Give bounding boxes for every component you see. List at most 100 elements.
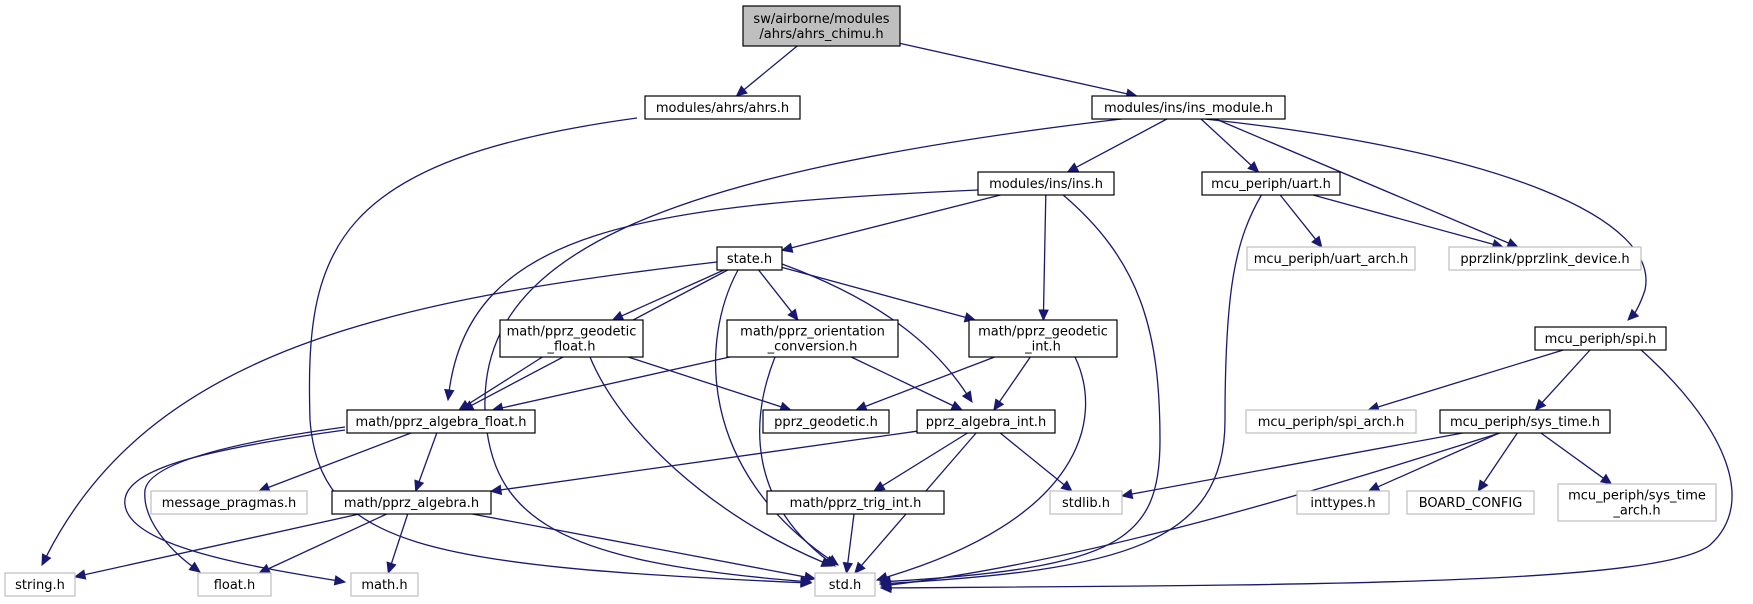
edge-spi_h-to-std_h [879,348,1733,594]
edge-line [266,432,412,489]
arrowhead [333,575,347,586]
edge-line [589,356,825,564]
node-orientation-conv[interactable]: math/pprz_orientation_conversion.h [726,319,899,358]
node-box [499,319,644,358]
edge-line [999,432,1067,487]
node-box [1296,490,1390,515]
edge-uart_h-to-std_h [878,193,1263,589]
edge-line [144,426,346,568]
edge-ins_h-to-std_h [878,193,1161,587]
node-trig-int[interactable]: math/pprz_trig_int.h [766,490,945,515]
node-algebra-int[interactable]: pprz_algebra_int.h [916,409,1056,434]
edge-line [465,356,543,407]
node-label: mcu_periph/spi.h [1545,332,1657,347]
nodes-layer: sw/airborne/modules/ahrs/ahrs_chimu.hmod… [4,5,1717,597]
node-label: modules/ahrs/ahrs.h [656,101,789,116]
node-label: pprzlink/pprzlink_device.h [1460,252,1629,267]
edge-line [500,356,730,409]
node-sys-time-arch: mcu_periph/sys_time_arch.h [1557,483,1717,522]
node-algebra-float[interactable]: math/pprz_algebra_float.h [346,409,536,434]
arrowhead [854,401,868,412]
edge-line [1194,117,1647,315]
edge-algebra_float-to-algebra_h [414,432,438,493]
edge-line [124,429,346,582]
node-box [766,490,945,515]
node-label: BOARD_CONFIG [1419,496,1523,511]
node-spi-h[interactable]: mcu_periph/spi.h [1534,326,1667,351]
arrowhead [1599,473,1613,485]
node-box [1201,171,1341,196]
node-geodetic-int[interactable]: math/pprz_geodetic_int.h [968,319,1118,358]
node-box [331,490,492,515]
edge-line [1215,118,1511,245]
arrowhead [414,479,425,493]
edge-line [1074,118,1168,169]
node-uart-arch: mcu_periph/uart_arch.h [1246,246,1416,271]
edge-state_h-to-string_h [41,261,718,567]
edge-line [472,513,808,578]
edge-ahrs_chimu-to-ins_module [899,42,1138,99]
node-uart-h[interactable]: mcu_periph/uart.h [1201,171,1341,196]
arrowhead [1627,308,1640,321]
node-math-h: math.h [350,572,419,597]
edge-spi_h-to-spi_arch [1367,349,1564,412]
node-board-config: BOARD_CONFIG [1406,490,1535,515]
edge-line [484,117,1131,583]
node-ins-h[interactable]: modules/ins/ins.h [977,171,1115,196]
arrowhead [489,484,503,496]
node-box [1557,483,1717,522]
node-box [150,490,308,515]
edge-line [714,269,832,562]
node-box [742,5,901,47]
arrowhead [257,482,271,493]
node-label: std.h [829,578,862,593]
node-ahrs-h[interactable]: modules/ahrs/ahrs.h [644,95,801,120]
node-box [1439,409,1611,434]
arrowhead [787,308,799,321]
arrowhead [854,561,866,574]
node-ins-module[interactable]: modules/ins/ins_module.h [1091,95,1286,120]
node-box [1406,490,1535,515]
edge-algebra_float-to-message_pragmas [257,432,412,493]
node-box [716,246,783,271]
arrowhead [1120,488,1134,500]
node-label: mcu_periph/uart.h [1211,177,1331,192]
node-label: string.h [15,578,65,593]
node-state-h[interactable]: state.h [716,246,783,271]
edge-line [887,193,1263,585]
node-box [197,572,272,597]
edge-uart_h-to-uart_arch [1279,194,1323,248]
arrowhead [1367,481,1381,492]
edge-line [627,356,784,409]
node-inttypes-h: inttypes.h [1296,490,1390,515]
node-label: math/pprz_geodetic [507,325,637,340]
node-ahrs-chimu[interactable]: sw/airborne/modules/ahrs/ahrs_chimu.h [742,5,901,47]
node-label: math/pprz_orientation [740,325,885,340]
edge-line [308,117,804,584]
edge-algebra_h-to-string_h [73,513,360,580]
node-geodetic-float[interactable]: math/pprz_geodetic_float.h [499,319,644,358]
node-pprz-geodetic[interactable]: pprz_geodetic.h [762,409,890,434]
edge-line [887,193,1161,583]
node-algebra-h[interactable]: math/pprz_algebra.h [331,490,492,515]
edge-geodetic_float-to-std_h [589,356,834,567]
node-sys-time[interactable]: mcu_periph/sys_time.h [1439,409,1611,434]
edge-orientation_conv-to-algebra_int [850,356,964,411]
node-label: modules/ins/ins.h [989,177,1103,192]
arrowhead [950,400,964,411]
edge-algebra_float-to-float_h [144,426,346,573]
node-label: math/pprz_algebra.h [344,496,479,511]
arrowhead [823,555,836,567]
edge-geodetic_int-to-algebra_int [993,356,1031,411]
node-label: modules/ins/ins_module.h [1104,101,1273,116]
edge-line [1375,349,1564,409]
node-label: _int.h [1024,340,1061,355]
node-box [644,95,801,120]
arrowhead [41,553,52,567]
node-std-h: std.h [814,572,876,597]
edge-algebra_h-to-std_h [472,513,817,583]
edge-algebra_h-to-float_h [258,513,387,574]
arrowhead [1066,162,1080,173]
edge-line [1482,432,1518,485]
edge-geodetic_float-to-algebra_float [458,356,543,411]
